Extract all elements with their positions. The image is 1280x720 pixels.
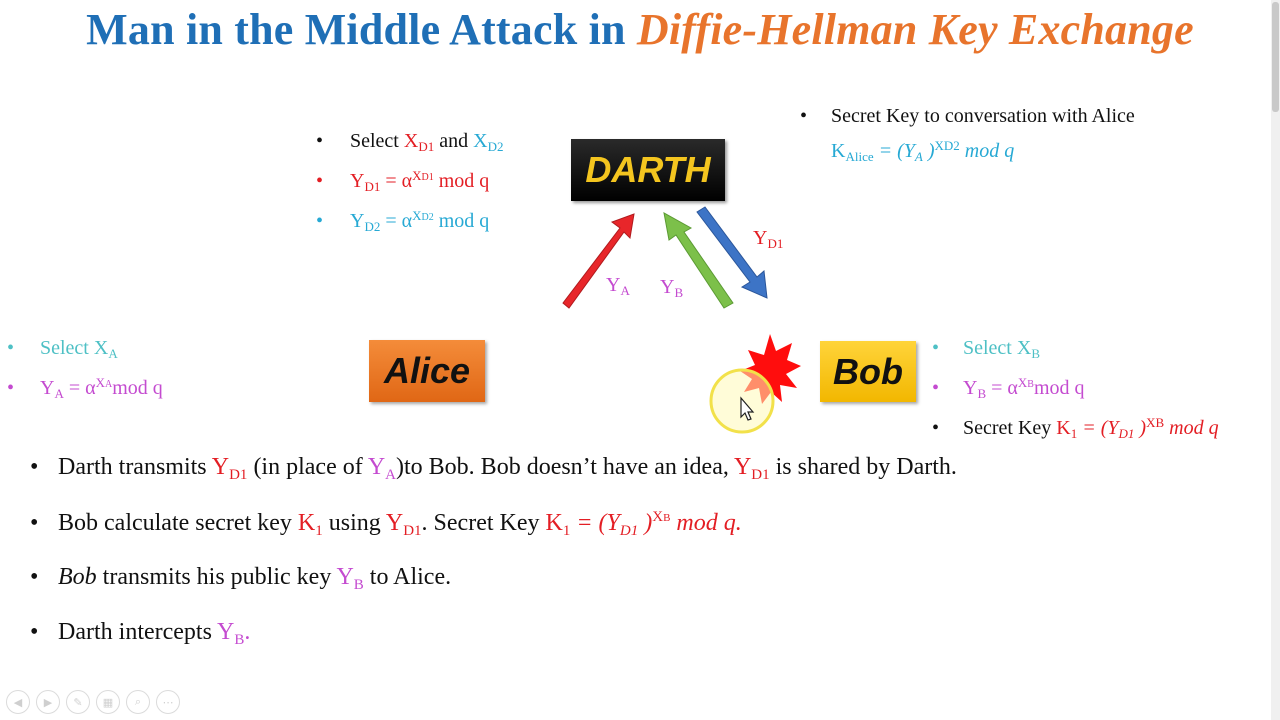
alice-steps: •Select XA •YA = αXAmod q bbox=[7, 334, 163, 408]
label-yd1: YD1 bbox=[753, 227, 784, 251]
presenter-toolbar: ◀ ▶ ✎ ▦ ⌕ ⋯ bbox=[6, 690, 180, 714]
bullet-4: •Darth intercepts YB. bbox=[30, 619, 251, 648]
slides-icon[interactable]: ▦ bbox=[96, 690, 120, 714]
darth-secret-label: Secret Key to conversation with Alice bbox=[831, 105, 1135, 127]
nav-prev-icon[interactable]: ◀ bbox=[6, 690, 30, 714]
nav-next-icon[interactable]: ▶ bbox=[36, 690, 60, 714]
label-yb: YB bbox=[660, 276, 684, 300]
bob-step-yb: •YB = αXBmod q bbox=[932, 375, 1085, 401]
darth-step-select: •Select XD1 and XD2 bbox=[316, 130, 504, 154]
arrow-yb-green bbox=[663, 212, 734, 309]
alice-step-select: •Select XA bbox=[7, 337, 118, 361]
pen-icon[interactable]: ✎ bbox=[66, 690, 90, 714]
title-part-1: Man in the Middle Attack in bbox=[86, 5, 637, 54]
zoom-icon[interactable]: ⌕ bbox=[126, 690, 150, 714]
bob-box: Bob bbox=[820, 341, 916, 402]
darth-step-yd2: •YD2 = αXD2 mod q bbox=[316, 208, 490, 234]
scrollbar[interactable] bbox=[1271, 0, 1280, 720]
darth-step-yd1: •YD1 = αXD1 mod q bbox=[316, 168, 490, 194]
bullet-3: •Bob transmits his public key YB to Alic… bbox=[30, 564, 452, 593]
bob-step-select: •Select XB bbox=[932, 337, 1040, 361]
more-icon[interactable]: ⋯ bbox=[156, 690, 180, 714]
bob-step-secret: •Secret Key K1 = (YD1 )XB mod q bbox=[932, 415, 1219, 441]
slide-title: Man in the Middle Attack in Diffie-Hellm… bbox=[0, 4, 1280, 55]
alice-step-ya: •YA = αXAmod q bbox=[7, 375, 163, 401]
bob-steps: •Select XB •YB = αXBmod q •Secret Key K1… bbox=[932, 334, 1219, 448]
cursor-icon bbox=[709, 368, 775, 434]
bullet-1: •Darth transmits YD1 (in place of YA)to … bbox=[30, 454, 957, 483]
arrow-yd1-blue bbox=[696, 206, 768, 299]
bullet-2: •Bob calculate secret key K1 using YD1. … bbox=[30, 509, 742, 539]
darth-box: DARTH bbox=[571, 139, 725, 201]
alice-box: Alice bbox=[369, 340, 485, 402]
arrow-ya-red bbox=[562, 213, 635, 309]
label-ya-text: YA bbox=[606, 274, 630, 298]
darth-secret-formula: KAlice = (YA )XD2 mod q bbox=[831, 138, 1015, 164]
scrollbar-thumb[interactable] bbox=[1272, 2, 1279, 112]
darth-steps: •Select XD1 and XD2 •YD1 = αXD1 mod q •Y… bbox=[316, 127, 503, 241]
darth-secret-alice: •Secret Key to conversation with Alice K… bbox=[800, 102, 1135, 171]
title-part-2: Diffie-Hellman Key Exchange bbox=[636, 5, 1194, 54]
